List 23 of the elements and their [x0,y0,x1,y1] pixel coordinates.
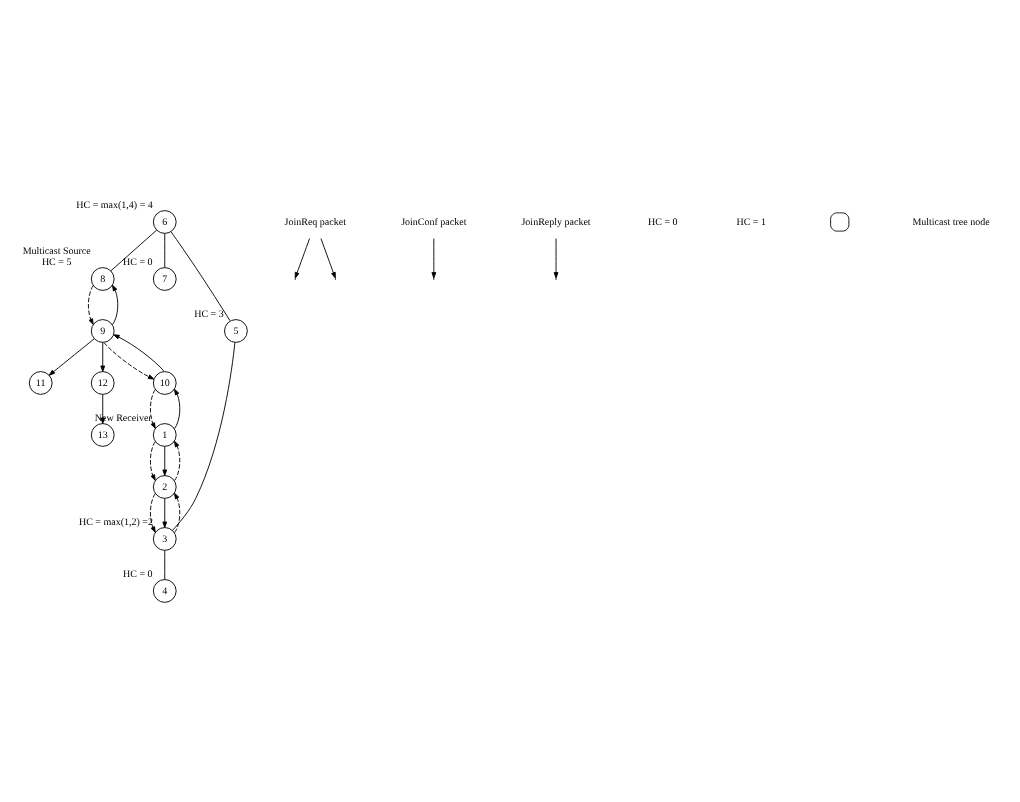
arrow [553,238,559,279]
arrow [162,498,168,528]
arrow [162,446,168,476]
arrow [100,342,106,372]
arrow [113,334,165,372]
connector [170,231,231,322]
arrow [149,389,156,429]
connector [110,229,158,272]
arrow [431,238,437,279]
connector [164,233,166,268]
connector [172,342,236,531]
arrow [149,493,156,533]
arrow [174,440,181,482]
arrow [103,342,155,380]
connector [164,550,166,580]
arrow [294,238,310,279]
arrow [112,284,119,326]
arrow [149,441,156,481]
arrow [320,238,336,279]
arrow [174,492,181,533]
arrow [48,338,95,376]
arrow [87,285,94,325]
arrow [174,388,181,430]
